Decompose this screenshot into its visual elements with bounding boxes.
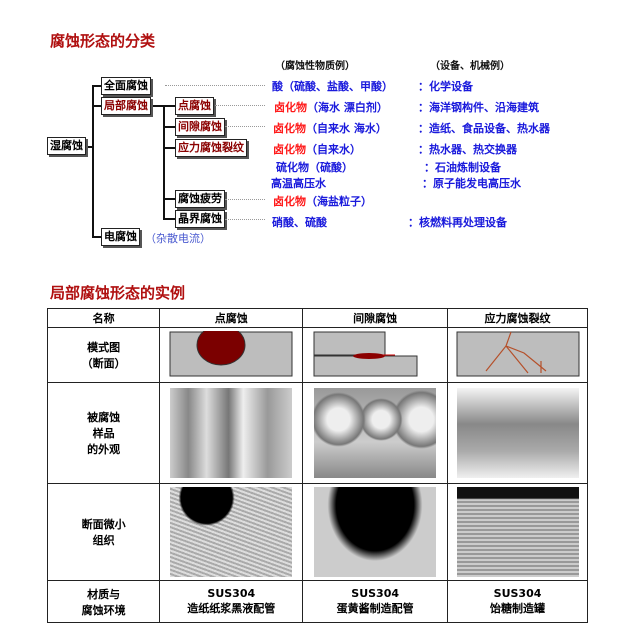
crevice-micro-photo [314,487,437,577]
crevice-sample-photo [314,388,437,478]
scc-sample-photo [456,388,579,478]
header-pitting: 点腐蚀 [159,308,304,328]
substance: 硫化物 [276,161,309,174]
connector [92,105,102,107]
header-name: 名称 [46,308,161,328]
substance: 卤化物 [274,101,307,114]
substance-header: （腐蚀性物质例） [275,61,355,72]
stray-current-note: （杂散电流） [145,232,211,245]
substance-detail: （海水 漂白剂） [307,101,388,114]
header-crevice: 间隙腐蚀 [302,308,449,328]
leader-line [225,199,265,200]
pitting-schematic [169,324,293,376]
node-crevice: 间隙腐蚀 [175,118,225,136]
connector [163,218,175,220]
equipment: ：原子能发电高压水 [422,177,521,190]
section-title-examples: 局部腐蚀形态的实例 [50,284,186,302]
pitting-material: SUS304 造纸纸浆黑液配管 [159,580,304,623]
row-label-microstructure: 断面微小 组织 [46,483,161,581]
substance: 高温高压水 [271,177,326,190]
equipment: ：化学设备 [418,80,473,93]
leader-line [215,105,265,106]
section-title-classification: 腐蚀形态的分类 [50,32,156,50]
equipment: ：核燃料再处理设备 [408,216,507,229]
crevice-material: SUS304 蛋黄酱制造配管 [302,580,449,623]
pitting-micro-photo [170,487,293,577]
connector [163,105,165,219]
row-label-schematic: 模式图 （断面） [46,327,161,383]
connector [85,146,93,148]
substance-detail: （硫酸） [309,161,353,174]
equipment-header: （设备、机械例） [430,61,510,72]
node-scc: 应力腐蚀裂纹 [175,139,247,157]
node-wet-corrosion: 湿腐蚀 [47,137,86,155]
scc-micro-photo [456,487,579,577]
node-general-corrosion: 全面腐蚀 [101,77,151,95]
substance: 卤化物 [273,195,306,208]
substance: 酸 [272,80,283,93]
leader-line [225,219,265,220]
connector [92,85,102,87]
scc-schematic [456,331,580,376]
row-label-material: 材质与 腐蚀环境 [46,580,161,623]
equipment: ：石油炼制设备 [424,161,501,174]
leader-line [225,126,265,127]
equipment: ：海洋钢构件、沿海建筑 [418,101,539,114]
connector [163,126,175,128]
node-local-corrosion: 局部腐蚀 [101,97,151,115]
connector [163,198,175,200]
header-scc: 应力腐蚀裂纹 [447,308,588,328]
node-intergranular: 晶界腐蚀 [175,210,225,228]
equipment: ：造纸、食品设备、热水器 [418,122,550,135]
leader-line [165,85,265,86]
substance-detail: （自来水 海水） [306,122,387,135]
scc-material: SUS304 饴糖制造罐 [447,580,588,623]
substance-detail: （海盐粒子） [306,195,372,208]
equipment: ：热水器、热交换器 [418,143,517,156]
pitting-sample-photo [170,388,293,478]
row-label-appearance: 被腐蚀 样品 的外观 [46,382,161,484]
connector [92,236,102,238]
substance: 硝酸、硫酸 [272,216,327,229]
examples-table: 名称 点腐蚀 间隙腐蚀 应力腐蚀裂纹 模式图 （断面） 被腐蚀 样品 的外观 断… [46,308,588,623]
connector [163,147,175,149]
node-pitting: 点腐蚀 [175,97,214,115]
substance: 卤化物 [273,122,306,135]
substance: 卤化物 [273,143,306,156]
node-fatigue: 腐蚀疲劳 [175,190,225,208]
substance-detail: （硫酸、盐酸、甲酸） [283,80,393,93]
substance-detail: （自来水） [306,143,361,156]
crevice-schematic [313,331,418,376]
node-electric-corrosion: 电腐蚀 [101,228,140,246]
connector [92,85,94,237]
